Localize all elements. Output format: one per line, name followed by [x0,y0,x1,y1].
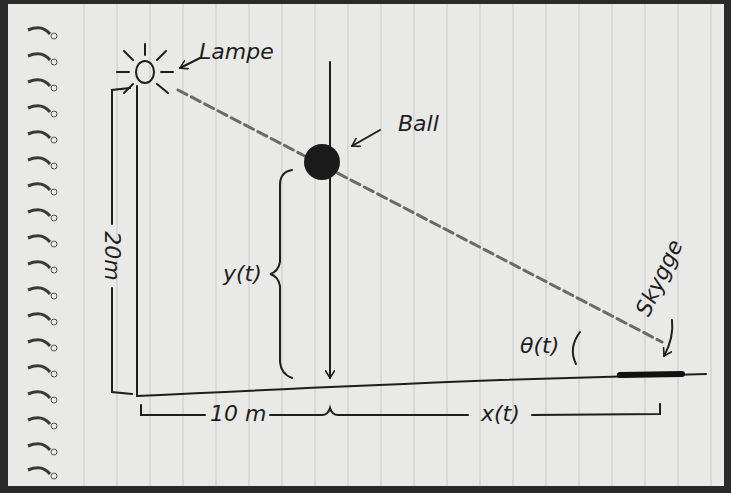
angle-label: θ(t) [520,335,559,357]
height-variable: y(t) [223,263,262,285]
ball-label: Ball [398,113,439,135]
lamp-label: Lampe [199,41,274,63]
height-dimension: 20m [101,231,123,280]
distance-variable: x(t) [481,403,520,425]
distance-dimension: 10 m [210,403,266,425]
